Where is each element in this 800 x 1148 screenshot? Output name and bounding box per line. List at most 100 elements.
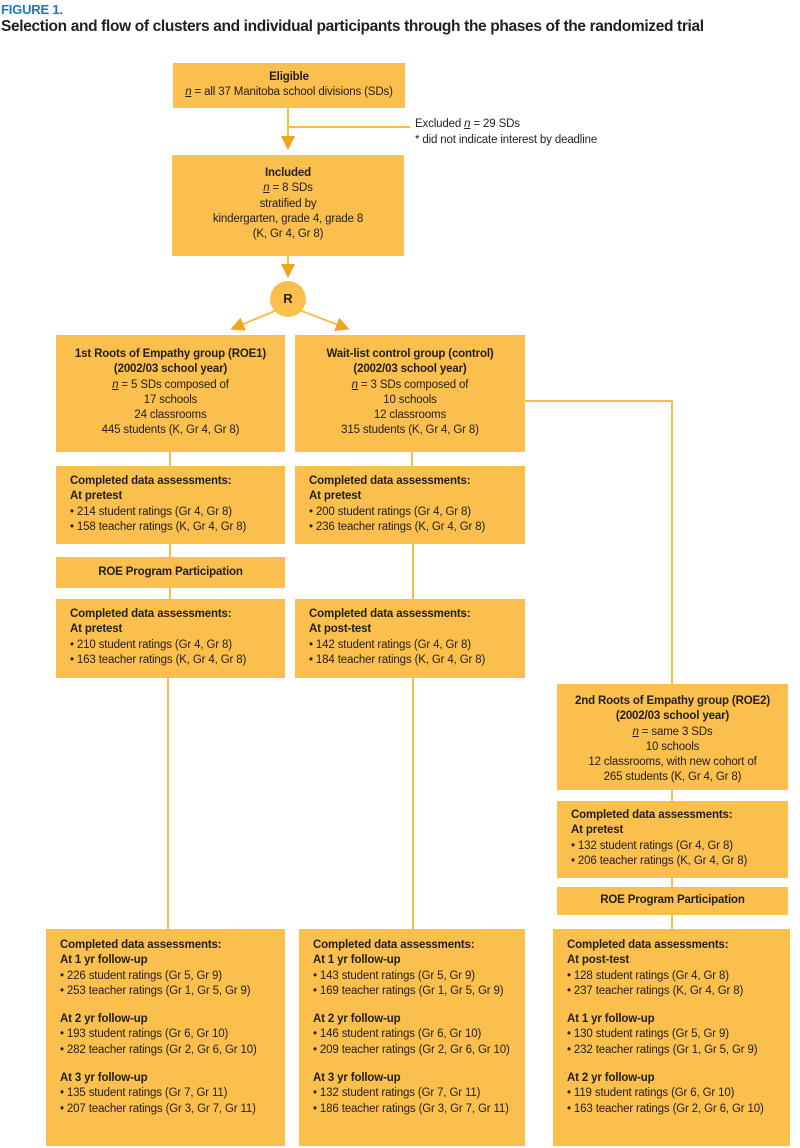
box-control-pretest: Completed data assessments: At pretest • 2…: [295, 466, 525, 544]
text-line: At 2 yr follow-up: [313, 1013, 401, 1026]
text-line: At pretest: [70, 623, 123, 636]
text-line: kindergarten, grade 4, grade 8: [212, 212, 364, 225]
text-line: • 214 student ratings (Gr 4, Gr 8): [70, 505, 232, 518]
text-line: • 207 teacher ratings (Gr 3, Gr 7, Gr 11…: [60, 1102, 256, 1115]
exclusion-note: Excluded n = 29 SDs * did not indicate i…: [415, 116, 597, 148]
box-roe1-participation: ROE Program Participation: [56, 557, 285, 588]
text-line: Completed data assessments:: [571, 809, 733, 821]
line-gap: [567, 1058, 786, 1071]
text-line: • 209 teacher ratings (Gr 2, Gr 6, Gr 10…: [313, 1043, 510, 1056]
text-line: • 128 student ratings (Gr 4, Gr 8): [567, 969, 729, 982]
box-control-posttest: Completed data assessments: At post-test •…: [295, 599, 525, 678]
figure-label: FIGURE 1.: [1, 2, 63, 17]
box-roe1-group: 1st Roots of Empathy group (ROE1) (2002/0…: [56, 335, 285, 452]
text-line: • 232 teacher ratings (Gr 1, Gr 5, Gr 9): [567, 1043, 758, 1056]
text-line: • 193 student ratings (Gr 6, Gr 10): [60, 1028, 229, 1041]
text-line: n = 8 SDs: [263, 182, 313, 195]
box-roe1-followup: Completed data assessments: At 1 yr follo…: [46, 929, 285, 1146]
text-line: 315 students (K, Gr 4, Gr 8): [341, 424, 479, 437]
text-line: Completed data assessments:: [313, 939, 475, 951]
text-line: Completed data assessments:: [309, 475, 471, 487]
text-line: n = all 37 Manitoba school divisions (SD…: [185, 86, 393, 99]
text-line: ROE Program Participation: [98, 566, 243, 578]
text-line: 445 students (K, Gr 4, Gr 8): [101, 424, 240, 437]
text-line: Included: [264, 167, 312, 179]
box-roe2-pretest: Completed data assessments: At pretest • 1…: [557, 801, 788, 878]
connector-control-to-roe2: [525, 400, 673, 684]
text-line: (2002/03 school year): [113, 363, 228, 376]
text-line: Completed data assessments:: [70, 475, 232, 487]
text-line: Completed data assessments:: [60, 939, 222, 951]
line-gap: [60, 1058, 281, 1071]
box-roe2-participation: ROE Program Participation: [557, 887, 788, 915]
exclusion-note-line2: * did not indicate interest by deadline: [415, 134, 598, 147]
text-line: • 236 teacher ratings (K, Gr 4, Gr 8): [309, 520, 486, 533]
text-line: At pretest: [309, 490, 362, 503]
text-line: At pretest: [70, 490, 123, 503]
text-line: At 3 yr follow-up: [313, 1071, 401, 1084]
text-line: • 132 student ratings (Gr 7, Gr 11): [313, 1087, 481, 1100]
text-line: 1st Roots of Empathy group (ROE1): [74, 348, 267, 360]
text-line: Wait-list control group (control): [326, 348, 494, 360]
text-line: At 1 yr follow-up: [567, 1013, 655, 1026]
text-line: • 163 teacher ratings (K, Gr 4, Gr 8): [70, 653, 247, 666]
text-line: • 143 student ratings (Gr 5, Gr 9): [313, 969, 475, 982]
line-gap: [313, 1058, 521, 1071]
box-control-group: Wait-list control group (control) (2002/0…: [295, 335, 525, 452]
text-line: At post-test: [309, 623, 372, 636]
text-line: 10 schools: [645, 740, 700, 753]
text-line: • 253 teacher ratings (Gr 1, Gr 5, Gr 9): [60, 984, 251, 997]
text-line: 24 classrooms: [134, 409, 207, 422]
line-gap: [567, 999, 786, 1012]
text-line: • 135 student ratings (Gr 7, Gr 11): [60, 1087, 228, 1100]
line-gap: [313, 999, 521, 1012]
text-line: At 1 yr follow-up: [313, 954, 401, 967]
text-line: • 206 teacher ratings (K, Gr 4, Gr 8): [571, 854, 748, 867]
text-line: At pretest: [571, 824, 624, 837]
text-line: n = same 3 SDs: [632, 725, 713, 738]
text-line: (2002/03 school year): [353, 363, 467, 376]
text-line: • 119 student ratings (Gr 6, Gr 10): [567, 1087, 735, 1100]
text-line: Eligible: [269, 71, 309, 83]
text-line: At post-test: [567, 954, 630, 967]
text-line: • 186 teacher ratings (Gr 3, Gr 7, Gr 11…: [313, 1102, 509, 1115]
text-line: Completed data assessments:: [309, 608, 471, 620]
arrow-randomization-to-roe1: [230, 309, 278, 331]
exclusion-note-line1: Excluded n = 29 SDs: [415, 118, 520, 130]
text-line: At 3 yr follow-up: [60, 1071, 148, 1084]
line-gap: [60, 999, 281, 1012]
box-roe2-followup: Completed data assessments: At post-test •…: [553, 929, 790, 1146]
randomization-label: R: [283, 291, 293, 306]
text-line: Completed data assessments:: [70, 608, 232, 620]
text-line: At 1 yr follow-up: [60, 954, 148, 967]
text-line: n = 3 SDs composed of: [351, 378, 469, 391]
text-line: 265 students (K, Gr 4, Gr 8): [603, 771, 742, 784]
text-line: • 184 teacher ratings (K, Gr 4, Gr 8): [309, 653, 486, 666]
text-line: • 142 student ratings (Gr 4, Gr 8): [309, 638, 471, 651]
text-line: At 2 yr follow-up: [567, 1071, 655, 1084]
text-line: 2nd Roots of Empathy group (ROE2): [574, 695, 771, 707]
text-line: ROE Program Participation: [600, 894, 745, 906]
text-line: • 237 teacher ratings (K, Gr 4, Gr 8): [567, 984, 744, 997]
arrow-randomization-to-control: [298, 309, 350, 331]
text-line: At 2 yr follow-up: [60, 1013, 148, 1026]
box-eligible: Eligible n = all 37 Manitoba school divis…: [173, 63, 405, 108]
randomization-node: R: [270, 281, 306, 317]
text-line: (2002/03 school year): [615, 710, 730, 723]
text-line: • 200 student ratings (Gr 4, Gr 8): [309, 505, 471, 518]
text-line: • 210 student ratings (Gr 4, Gr 8): [70, 638, 232, 651]
text-line: Completed data assessments:: [567, 939, 729, 951]
text-line: • 158 teacher ratings (K, Gr 4, Gr 8): [70, 520, 247, 533]
text-line: n = 5 SDs composed of: [112, 378, 229, 391]
text-line: 10 schools: [383, 393, 437, 406]
text-line: • 130 student ratings (Gr 5, Gr 9): [567, 1028, 729, 1041]
box-roe2-group: 2nd Roots of Empathy group (ROE2) (2002/0…: [557, 684, 788, 790]
box-control-followup: Completed data assessments: At 1 yr follo…: [299, 929, 525, 1146]
text-line: • 282 teacher ratings (Gr 2, Gr 6, Gr 10…: [60, 1043, 257, 1056]
text-line: • 132 student ratings (Gr 4, Gr 8): [571, 839, 733, 852]
text-line: • 146 student ratings (Gr 6, Gr 10): [313, 1028, 482, 1041]
figure-title: Selection and flow of clusters and indiv…: [1, 18, 704, 35]
